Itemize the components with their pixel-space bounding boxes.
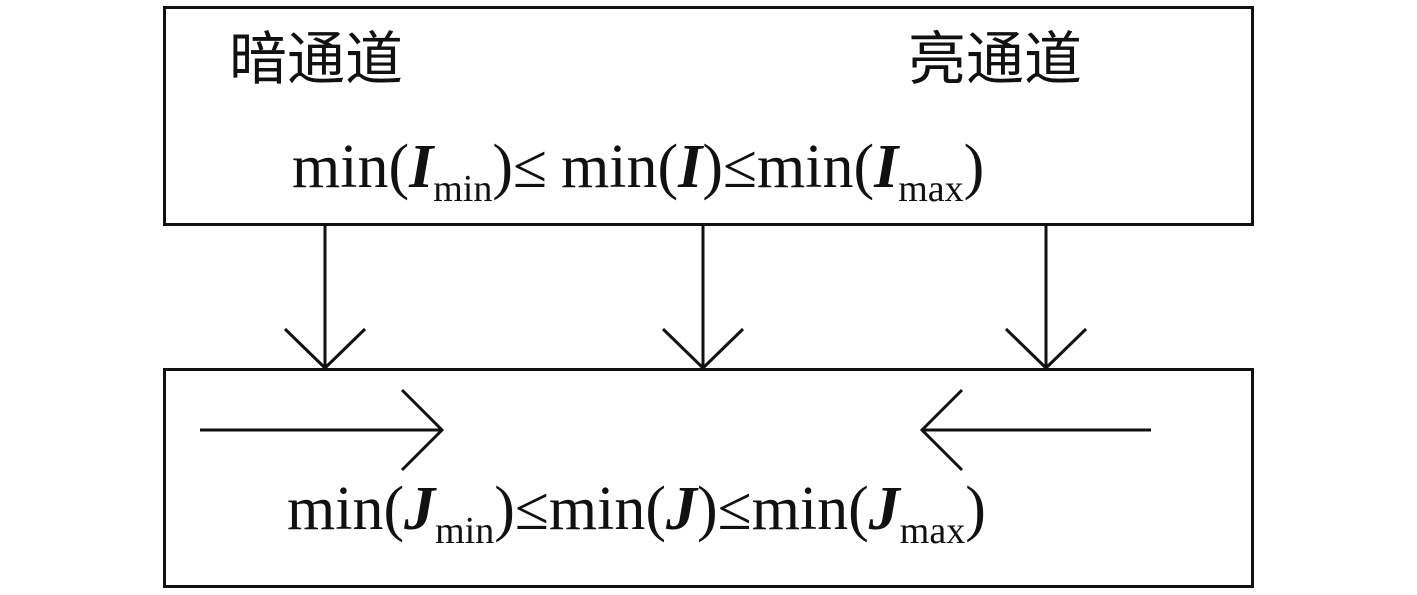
- formula-fn: min(: [561, 133, 679, 201]
- formula-variable: I: [678, 133, 703, 201]
- formula-variable: I: [874, 133, 899, 201]
- formula-variable: J: [404, 475, 436, 543]
- formula-relation: )≤min(: [697, 475, 869, 543]
- formula-close: ): [965, 475, 986, 543]
- formula-variable: I: [409, 133, 434, 201]
- formula-variable: J: [666, 475, 698, 543]
- formula-relation: )≤min(: [494, 475, 667, 543]
- formula-subscript: min: [433, 168, 493, 210]
- down-arrow-left: [283, 226, 367, 371]
- top-box: [163, 6, 1254, 226]
- top-formula: min(Imin)≤min(I)≤min(Imax): [292, 136, 984, 208]
- bottom-formula: min(Jmin)≤min(J)≤min(Jmax): [287, 478, 986, 550]
- formula-subscript: min: [435, 510, 495, 552]
- bright-channel-label: 亮通道: [908, 25, 1083, 93]
- formula-relation: )≤min(: [702, 133, 875, 201]
- formula-subscript: max: [898, 168, 964, 210]
- right-arrow: [200, 388, 445, 472]
- formula-variable: J: [868, 475, 900, 543]
- bottom-box: [163, 368, 1254, 588]
- formula-relation: )≤: [492, 133, 548, 201]
- formula-fn: min(: [287, 475, 405, 543]
- formula-subscript: max: [899, 510, 966, 552]
- down-arrow-right: [1004, 226, 1088, 371]
- down-arrow-middle: [661, 226, 745, 371]
- left-arrow: [919, 388, 1151, 472]
- formula-fn: min(: [292, 133, 410, 201]
- dark-channel-label: 暗通道: [229, 25, 404, 93]
- formula-close: ): [963, 133, 985, 201]
